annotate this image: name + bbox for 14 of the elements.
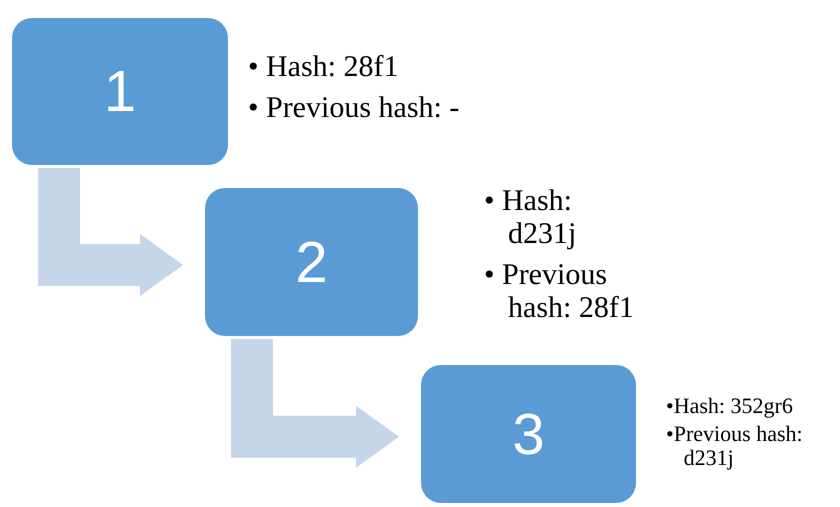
bullet-item: • Hash: d231j <box>484 184 578 250</box>
bullet-item: • Previous hash: - <box>248 91 460 124</box>
bullet-item: •Previous hash: d231j <box>666 422 804 471</box>
numbered-box <box>12 18 228 165</box>
bullet-item: • Hash: 28f1 <box>248 50 400 83</box>
numbered-box <box>421 365 636 503</box>
block-number: 1 <box>104 58 136 125</box>
block-number: 2 <box>295 228 328 296</box>
bent-arrow <box>231 339 399 468</box>
bullet-item: • Previous hash: 28f1 <box>484 258 634 324</box>
bent-arrow <box>38 168 183 296</box>
bullet-item: •Hash: 352gr6 <box>666 394 794 418</box>
block-number: 3 <box>512 400 545 468</box>
numbered-box <box>205 188 418 336</box>
